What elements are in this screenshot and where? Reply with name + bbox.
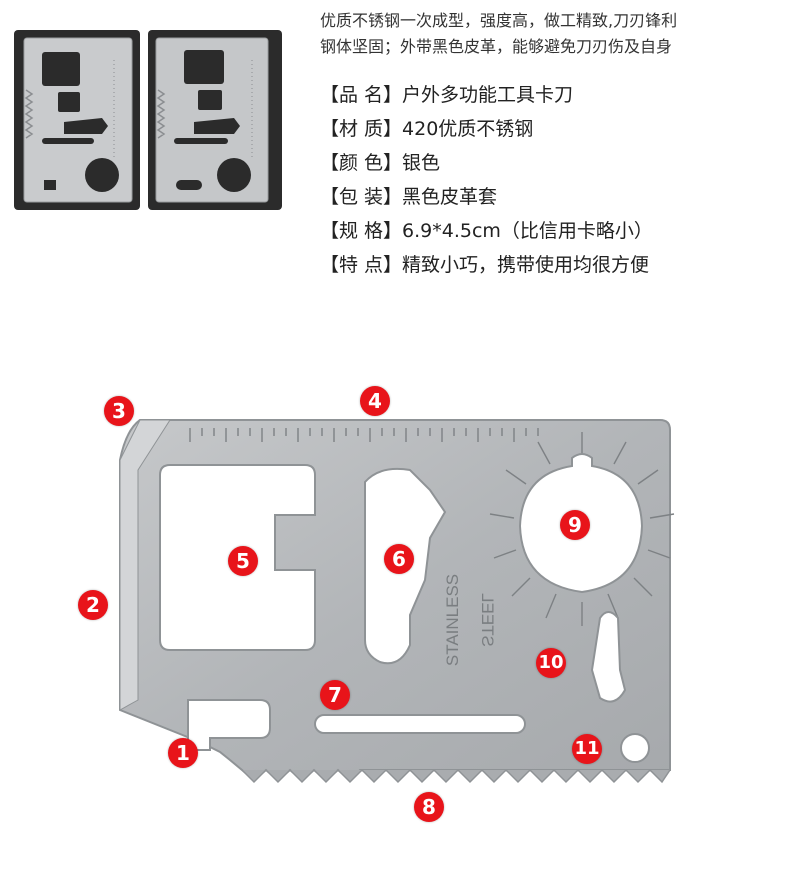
spec-value: 户外多功能工具卡刀	[402, 84, 574, 106]
spec-label: 【材 质】	[320, 118, 403, 140]
engraving-line-2: STEEL	[478, 593, 497, 647]
slot-cutout	[314, 714, 526, 734]
spec-row-package: 【包 装】黑色皮革套	[320, 180, 780, 214]
marker-7-slot: 7	[320, 680, 350, 710]
thumbnail-card-back	[148, 30, 282, 210]
marker-10-butterfly-wrench: 10	[536, 648, 566, 678]
marker-8-saw: 8	[414, 792, 444, 822]
spec-label: 【规 格】	[320, 220, 403, 242]
marker-3-corner-blade: 3	[104, 396, 134, 426]
marker-9-compass: 9	[560, 510, 590, 540]
spec-row-name: 【品 名】户外多功能工具卡刀	[320, 78, 780, 112]
spec-row-size: 【规 格】6.9*4.5cm（比信用卡略小）	[320, 214, 780, 248]
spec-row-color: 【颜 色】银色	[320, 146, 780, 180]
blade-edge-icon	[119, 419, 171, 711]
lanyard-hole	[620, 733, 650, 763]
spec-value: 黑色皮革套	[402, 186, 498, 208]
marker-6-screwdriver: 6	[384, 544, 414, 574]
spec-value: 精致小巧，携带使用均很方便	[402, 254, 650, 276]
spec-list: 【品 名】户外多功能工具卡刀 【材 质】420优质不锈钢 【颜 色】银色 【包 …	[320, 78, 780, 282]
spec-label: 【包 装】	[320, 186, 403, 208]
direction-indicator-icon	[489, 432, 675, 626]
engraving-line-1: STAINLESS	[443, 574, 462, 666]
spec-label: 【品 名】	[320, 84, 403, 106]
spec-label: 【颜 色】	[320, 152, 403, 174]
product-thumbnails	[14, 30, 282, 210]
marker-2-blade: 2	[78, 590, 108, 620]
thumbnail-card-front	[14, 30, 140, 210]
product-description: 优质不锈钢一次成型，强度高，做工精致,刀刃锋利 钢体坚固；外带黑色皮革，能够避免…	[320, 8, 780, 60]
bottle-opener-cutout	[187, 699, 271, 751]
saw-edge-icon	[241, 768, 671, 784]
spec-value: 6.9*4.5cm（比信用卡略小）	[402, 220, 653, 242]
marker-11-lanyard-hole: 11	[572, 734, 602, 764]
description-line-1: 优质不锈钢一次成型，强度高，做工精致,刀刃锋利	[320, 11, 678, 30]
description-line-2: 钢体坚固；外带黑色皮革，能够避免刀刃伤及自身	[320, 37, 673, 56]
marker-1-bottle-opener: 1	[168, 738, 198, 768]
marker-5-wrench: 5	[228, 546, 258, 576]
spec-row-material: 【材 质】420优质不锈钢	[320, 112, 780, 146]
ruler-icon	[189, 428, 539, 442]
card-tool-illustration: STAINLESS STEEL	[119, 419, 675, 784]
spec-value: 银色	[402, 152, 441, 174]
marker-4-ruler: 4	[360, 386, 390, 416]
steel-engraving: STAINLESS STEEL	[443, 574, 497, 666]
spec-value: 420优质不锈钢	[402, 118, 534, 140]
butterfly-wrench-cutout	[590, 611, 627, 703]
spec-row-feature: 【特 点】精致小巧，携带使用均很方便	[320, 248, 780, 282]
spec-label: 【特 点】	[320, 254, 403, 276]
